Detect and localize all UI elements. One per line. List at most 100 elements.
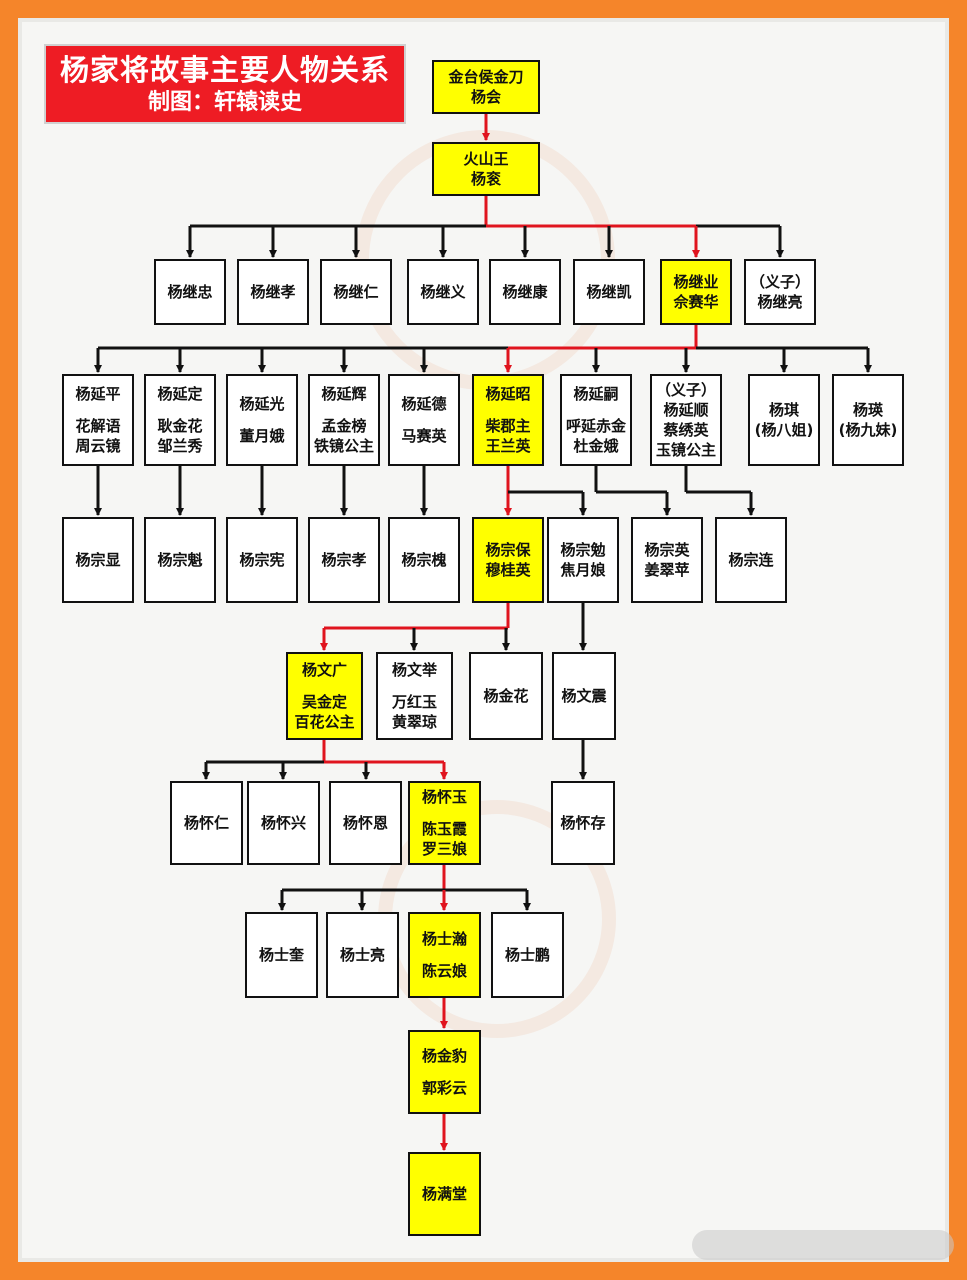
person-box-zongbao: 杨宗保穆桂英 bbox=[472, 517, 544, 603]
person-box-yanping: 杨延平花解语周云镜 bbox=[62, 374, 134, 466]
person-label: 杨继凯 bbox=[586, 283, 632, 301]
person-label: 火山王 bbox=[463, 150, 509, 168]
person-label: 杨士亮 bbox=[339, 946, 385, 964]
person-label: (杨九妹) bbox=[838, 421, 898, 439]
person-box-yande: 杨延德马赛英 bbox=[388, 374, 460, 466]
person-box-zongxiao: 杨宗孝 bbox=[308, 517, 380, 603]
person-box-yanggun: 火山王杨衮 bbox=[432, 142, 540, 196]
person-label: 杨延光 bbox=[239, 395, 285, 413]
person-label: 杨继忠 bbox=[167, 283, 213, 301]
person-label: 杨满堂 bbox=[421, 1185, 467, 1203]
person-box-yanguang: 杨延光董月娥 bbox=[226, 374, 298, 466]
person-box-yanshun: （义子）杨延顺蔡绣英玉镜公主 bbox=[650, 374, 722, 466]
person-box-zongmian: 杨宗勉焦月娘 bbox=[547, 517, 619, 603]
person-box-jizhong: 杨继忠 bbox=[154, 259, 226, 325]
person-box-jinhua: 杨金花 bbox=[469, 652, 543, 740]
person-box-shiliang: 杨士亮 bbox=[326, 912, 399, 998]
person-box-jikai: 杨继凯 bbox=[573, 259, 645, 325]
person-label: 柴郡主 bbox=[485, 417, 531, 435]
person-label: 杨延昭 bbox=[485, 385, 531, 403]
person-label: 铁镜公主 bbox=[313, 437, 374, 455]
person-box-jiren: 杨继仁 bbox=[320, 259, 392, 325]
person-label: 蔡绣英 bbox=[663, 421, 709, 439]
person-label: 佘赛华 bbox=[673, 293, 719, 311]
person-label: 杨继亮 bbox=[757, 293, 803, 311]
person-label: 杨文举 bbox=[391, 661, 437, 679]
chart-title-box: 杨家将故事主要人物关系 制图：轩辕读史 bbox=[44, 44, 406, 124]
person-label: 杜金娥 bbox=[573, 437, 619, 455]
person-label: 杨会 bbox=[470, 88, 501, 106]
person-box-zongkui: 杨宗魁 bbox=[144, 517, 216, 603]
person-label: 杨延平 bbox=[75, 385, 121, 403]
person-label: 杨宗孝 bbox=[321, 551, 367, 569]
person-label: (杨八姐) bbox=[754, 421, 814, 439]
person-label: 杨宗显 bbox=[75, 551, 121, 569]
person-label: 杨文震 bbox=[561, 687, 607, 705]
person-label: 杨延嗣 bbox=[573, 385, 619, 403]
person-box-wenzhen: 杨文震 bbox=[552, 652, 616, 740]
person-label: 玉镜公主 bbox=[655, 441, 716, 459]
person-label: 杨怀玉 bbox=[421, 788, 467, 806]
person-label: 杨宗宪 bbox=[239, 551, 285, 569]
person-label: 杨继康 bbox=[502, 283, 548, 301]
chart-author: 制图：轩辕读史 bbox=[147, 90, 302, 115]
person-label: 杨金花 bbox=[483, 687, 529, 705]
person-box-wenguang: 杨文广吴金定百花公主 bbox=[286, 652, 363, 740]
person-box-huaiyu: 杨怀玉陈玉霞罗三娘 bbox=[408, 781, 481, 865]
person-label: 邹兰秀 bbox=[157, 437, 203, 455]
person-box-shihan: 杨士瀚陈云娘 bbox=[408, 912, 481, 998]
person-label: 周云镜 bbox=[75, 437, 121, 455]
person-label: 花解语 bbox=[75, 417, 121, 435]
person-label: 杨宗连 bbox=[728, 551, 774, 569]
person-box-zongying: 杨宗英姜翠苹 bbox=[631, 517, 703, 603]
person-box-zongxian2: 杨宗宪 bbox=[226, 517, 298, 603]
person-label: 呼延赤金 bbox=[565, 417, 626, 435]
person-box-zongxian: 杨宗显 bbox=[62, 517, 134, 603]
person-label: 杨延顺 bbox=[663, 401, 709, 419]
person-label: 万红玉 bbox=[391, 693, 437, 711]
person-box-jikang: 杨继康 bbox=[489, 259, 561, 325]
person-label: 姜翠苹 bbox=[644, 561, 690, 579]
person-box-mantang: 杨满堂 bbox=[408, 1152, 481, 1236]
person-box-jiye: 杨继业佘赛华 bbox=[660, 259, 732, 325]
person-label: 吴金定 bbox=[301, 693, 347, 711]
person-box-huairen: 杨怀仁 bbox=[170, 781, 243, 865]
person-label: 耿金花 bbox=[157, 417, 203, 435]
person-label: 杨宗槐 bbox=[401, 551, 447, 569]
chart-title: 杨家将故事主要人物关系 bbox=[59, 53, 390, 87]
person-label: 杨怀兴 bbox=[260, 814, 306, 832]
person-label: 杨衮 bbox=[470, 170, 501, 188]
person-label: 杨文广 bbox=[301, 661, 347, 679]
person-box-shikui: 杨士奎 bbox=[245, 912, 318, 998]
person-label: 陈云娘 bbox=[421, 962, 467, 980]
person-label: 郭彩云 bbox=[421, 1079, 467, 1097]
person-label: 王兰英 bbox=[485, 437, 531, 455]
person-label: 黄翠琼 bbox=[391, 713, 437, 731]
person-label: 杨琪 bbox=[768, 401, 799, 419]
person-box-yansi: 杨延嗣呼延赤金杜金娥 bbox=[560, 374, 632, 466]
person-label: 杨继义 bbox=[420, 283, 466, 301]
person-box-yanzhao: 杨延昭柴郡主王兰英 bbox=[472, 374, 544, 466]
person-label: 杨金豹 bbox=[421, 1047, 467, 1065]
person-label: 杨继仁 bbox=[333, 283, 379, 301]
person-box-huaixing: 杨怀兴 bbox=[247, 781, 320, 865]
person-label: 杨宗英 bbox=[644, 541, 690, 559]
person-box-shipeng: 杨士鹏 bbox=[491, 912, 564, 998]
blurred-watermark bbox=[692, 1230, 954, 1260]
person-label: 金台侯金刀 bbox=[448, 68, 524, 86]
person-label: 杨士鹏 bbox=[504, 946, 550, 964]
person-box-jinbao: 杨金豹郭彩云 bbox=[408, 1030, 481, 1114]
person-box-jiyi: 杨继义 bbox=[407, 259, 479, 325]
person-label: 杨怀恩 bbox=[342, 814, 388, 832]
person-label: 杨宗保 bbox=[485, 541, 531, 559]
person-label: 杨延定 bbox=[157, 385, 203, 403]
person-label: 杨继孝 bbox=[250, 283, 296, 301]
person-label: 杨宗勉 bbox=[560, 541, 606, 559]
person-label: 杨延德 bbox=[401, 395, 447, 413]
person-box-jiliang: （义子）杨继亮 bbox=[744, 259, 816, 325]
person-box-yangying: 杨瑛(杨九妹) bbox=[832, 374, 904, 466]
person-label: 百花公主 bbox=[294, 713, 355, 731]
person-box-wenju: 杨文举万红玉黄翠琼 bbox=[376, 652, 453, 740]
